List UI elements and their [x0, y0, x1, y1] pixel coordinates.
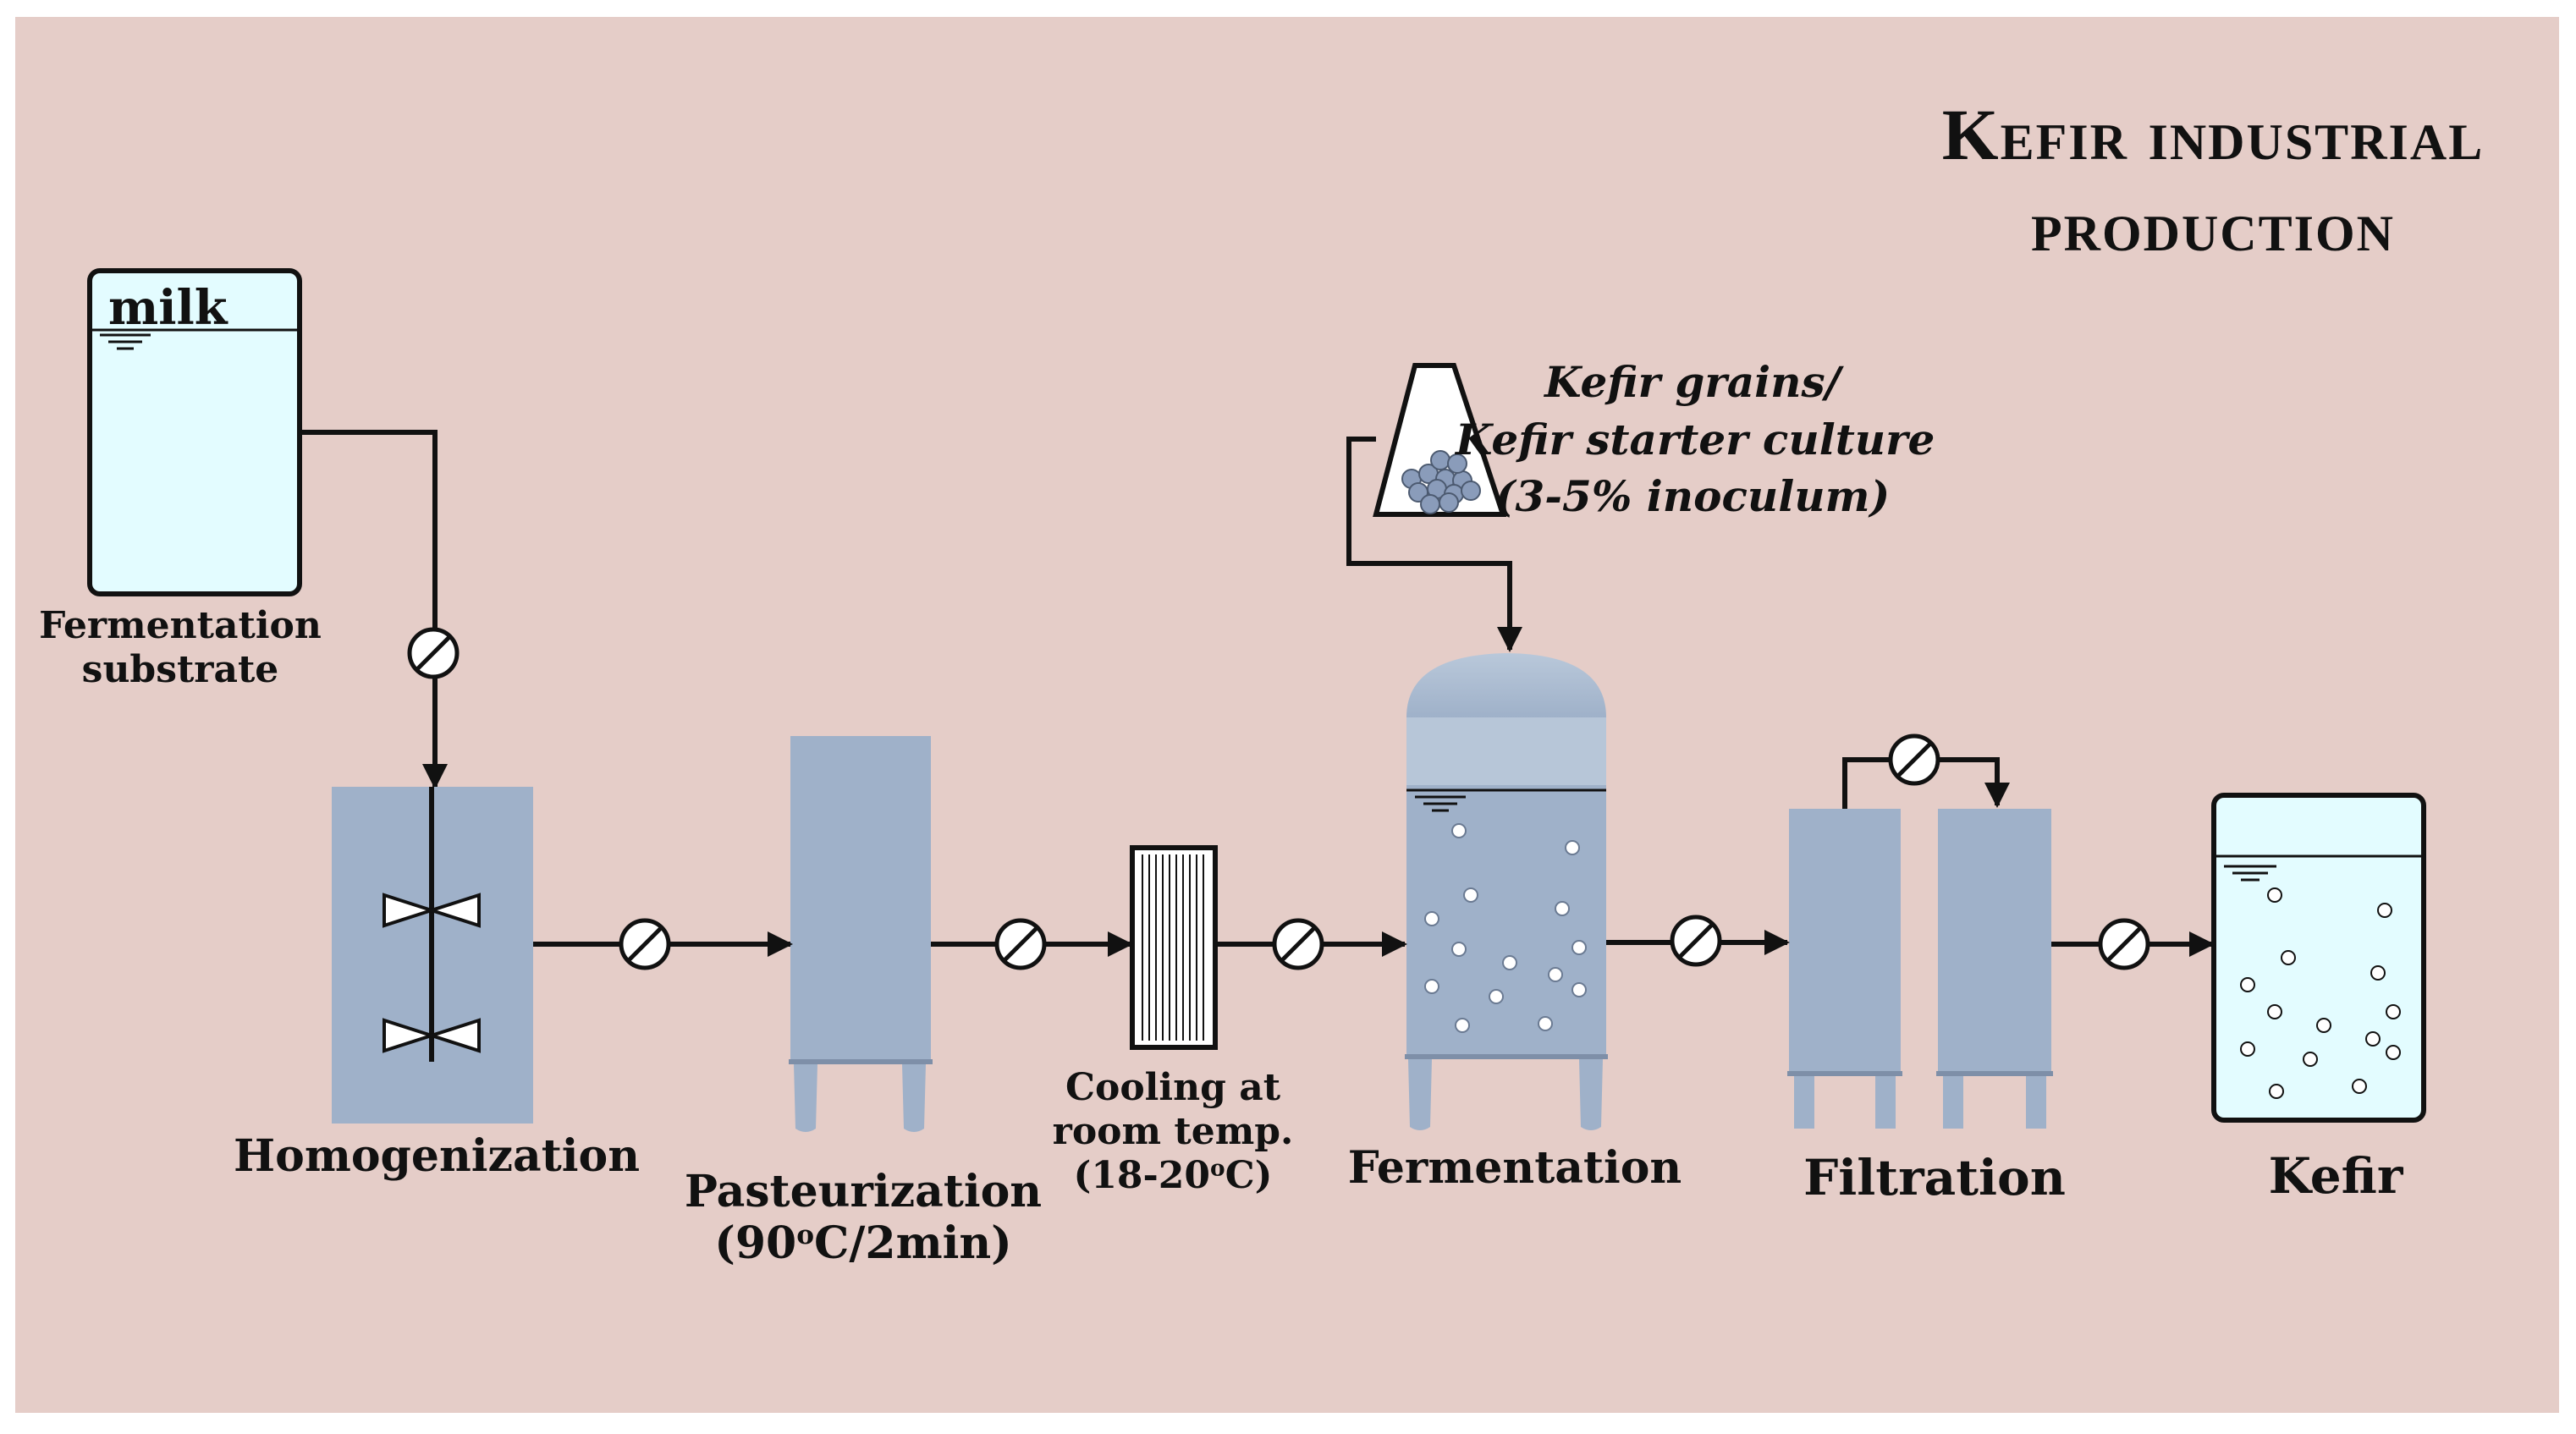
- kefir-bubble: [2352, 1079, 2367, 1094]
- kefir-bubble: [2267, 1004, 2282, 1019]
- fermenter-tank: [1405, 653, 1608, 1130]
- fermentation-bubble: [1555, 901, 1570, 916]
- milk-tank-label: milk: [108, 280, 228, 336]
- valve-icon: [1272, 918, 1324, 970]
- kefir-grain: [1447, 453, 1467, 474]
- diagram-title: Kefir industrial production: [1879, 90, 2547, 272]
- kefir-grains-label: Kefir grains/ Kefir starter culture (3-5…: [1456, 357, 1935, 521]
- fermentation-bubble: [1455, 1018, 1470, 1033]
- fermentation-bubble: [1463, 887, 1478, 903]
- filter-unit-1: [1787, 809, 1902, 1129]
- title-line-2: production: [2030, 184, 2395, 266]
- kefir-bubble: [2316, 1018, 2331, 1033]
- pasteurization-label: Pasteurization (90oC/2min): [669, 1166, 1058, 1270]
- valve-icon: [1888, 733, 1940, 786]
- fermentation-label: Fermentation: [1347, 1142, 1682, 1194]
- kefir-bubble: [2386, 1004, 2401, 1019]
- kefir-bubble: [2281, 950, 2296, 965]
- filter-unit-2: [1936, 809, 2053, 1129]
- homogenization-label: Homogenization: [234, 1130, 641, 1182]
- fermentation-bubble: [1502, 955, 1517, 970]
- fermentation-bubble: [1424, 911, 1439, 926]
- fermentation-bubble: [1565, 840, 1580, 855]
- cooling-condition: (18-20oC): [1073, 1153, 1273, 1197]
- valve-icon: [1670, 915, 1722, 967]
- fermentation-bubble: [1548, 967, 1563, 982]
- valve-icon: [407, 627, 460, 679]
- kefir-bubble: [2370, 965, 2386, 981]
- fermentation-bubble: [1451, 823, 1467, 838]
- fermentation-substrate-label: Fermentation substrate: [39, 604, 322, 691]
- fermentation-bubble: [1489, 989, 1504, 1004]
- pipe-inoculum-to-fermenter: [1346, 437, 1522, 652]
- filtration-label: Filtration: [1803, 1149, 2066, 1206]
- kefir-grain: [1420, 494, 1440, 514]
- title-line-1: Kefir industrial: [1941, 94, 2485, 175]
- kefir-bubble: [2267, 887, 2282, 903]
- fermentation-bubble: [1538, 1016, 1553, 1031]
- kefir-grains-icon: [1401, 450, 1481, 514]
- cooling-label: Cooling at room temp. (18-20oC): [1038, 1066, 1308, 1198]
- valve-icon: [2098, 918, 2150, 970]
- pasteurizer-tank: [789, 736, 933, 1132]
- liquid-level-icon: [100, 333, 151, 350]
- kefir-bubble: [2365, 1031, 2381, 1047]
- kefir-grain: [1461, 481, 1481, 501]
- kefir-grain: [1430, 450, 1450, 470]
- heat-exchanger-icon: [1130, 845, 1218, 1050]
- kefir-bubble: [2240, 1041, 2255, 1057]
- background-panel: [15, 17, 2559, 1413]
- kefir-bubble: [2303, 1052, 2318, 1067]
- fermentation-bubble: [1424, 979, 1439, 994]
- kefir-label: Kefir: [2268, 1147, 2403, 1205]
- liquid-level-icon: [1415, 795, 1466, 812]
- kefir-bubble: [2269, 1084, 2284, 1099]
- kefir-bubble: [2377, 903, 2392, 918]
- valve-icon: [994, 918, 1047, 970]
- kefir-bubble: [2240, 977, 2255, 992]
- valve-icon: [619, 918, 671, 970]
- stirrer-impeller-icon: [383, 893, 481, 1053]
- fermentation-bubble: [1451, 942, 1467, 957]
- kefir-bubble: [2386, 1045, 2401, 1060]
- kefir-product-tank: [2211, 793, 2426, 1123]
- fermentation-bubble: [1571, 940, 1587, 955]
- pasteurization-condition: (90oC/2min): [714, 1217, 1012, 1270]
- fermentation-bubble: [1571, 982, 1587, 997]
- liquid-level-icon: [2224, 865, 2276, 882]
- kefir-grain: [1439, 492, 1459, 513]
- hopper-icon: [1373, 363, 1507, 517]
- homogenizer-tank: [332, 787, 533, 1124]
